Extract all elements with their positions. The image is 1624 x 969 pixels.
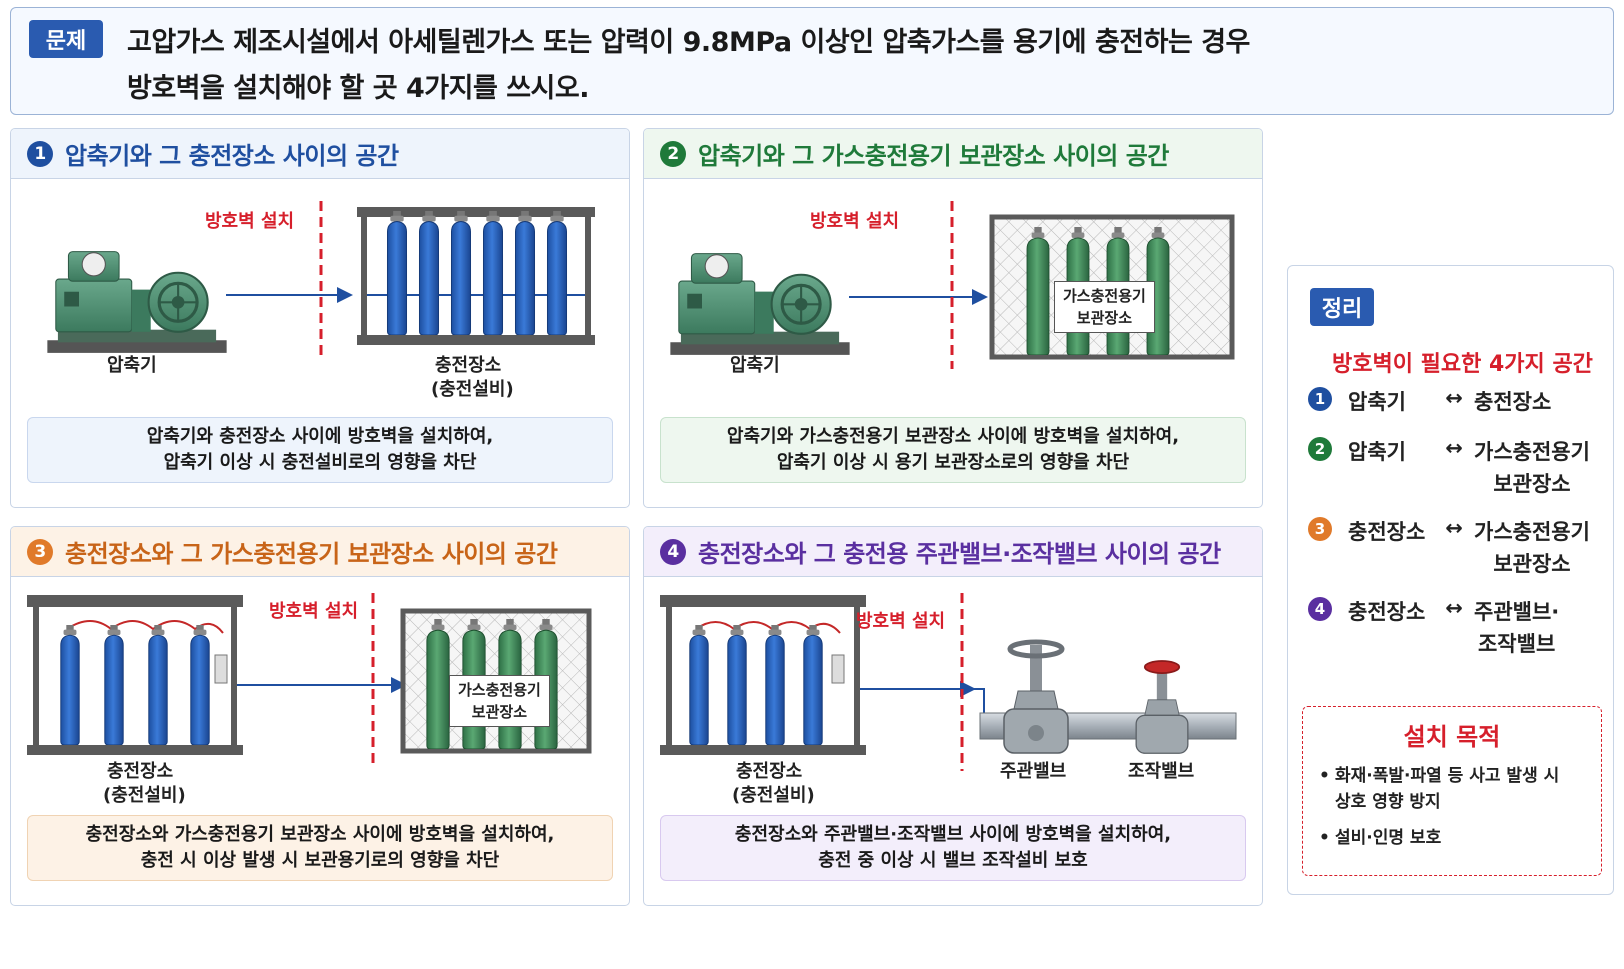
panel-1-number: 1 xyxy=(27,140,53,167)
summary-box: 정리 방호벽이 필요한 4가지 공간 1 압축기 ↔ 충전장소 2 압축기 ↔ … xyxy=(1287,265,1614,895)
summary-badge: 정리 xyxy=(1310,288,1374,326)
panel-4-title: 충전장소와 그 충전용 주관밸브·조작밸브 사이의 공간 xyxy=(698,540,1221,568)
panel-4-filling-label: 충전장소 xyxy=(736,761,803,782)
panel-1-title: 압축기와 그 충전장소 사이의 공간 xyxy=(65,142,399,170)
panel-4-header: 4 충전장소와 그 충전용 주관밸브·조작밸브 사이의 공간 xyxy=(644,527,1262,577)
question-line-2: 방호벽을 설치해야 할 곳 4가지를 쓰시오. xyxy=(127,73,589,104)
panel-3-header: 3 충전장소와 그 가스충전용기 보관장소 사이의 공간 xyxy=(11,527,629,577)
panel-4-filling-sublabel: (충전설비) xyxy=(732,785,815,806)
summary-item-1: 1 압축기 ↔ 충전장소 xyxy=(1308,386,1551,418)
panel-2-number: 2 xyxy=(660,140,686,167)
panel-4-operating-valve-label: 조작밸브 xyxy=(1128,761,1195,782)
panel-4-main-valve-label: 주관밸브 xyxy=(1000,761,1067,782)
panel-2-compressor-label: 압축기 xyxy=(730,355,780,376)
summary-subtitle: 방호벽이 필요한 4가지 공간 xyxy=(1332,352,1593,377)
panel-1: 1 압축기와 그 충전장소 사이의 공간 방호벽 설치 압축기 충전장소 (충전… xyxy=(10,128,630,508)
compressor-icon xyxy=(670,252,850,357)
question-badge: 문제 xyxy=(29,20,103,58)
purpose-item-1: •화재·폭발·파열 등 사고 발생 시 xyxy=(1319,766,1560,786)
panel-1-header: 1 압축기와 그 충전장소 사이의 공간 xyxy=(11,129,629,179)
summary-item-2: 2 압축기 ↔ 가스충전용기 보관장소 xyxy=(1308,436,1590,500)
operating-valve-icon xyxy=(1135,660,1189,755)
panel-2-illustration: 방호벽 설치 압축기 가스충전용기 보관장소 xyxy=(644,179,1262,419)
panel-3-illustration: 방호벽 설치 충전장소 (충전설비) 가스충전용기 보관장소 xyxy=(11,577,629,817)
panel-3-title: 충전장소와 그 가스충전용기 보관장소 사이의 공간 xyxy=(65,540,558,568)
question-line-1: 고압가스 제조시설에서 아세틸렌가스 또는 압력이 9.8MPa 이상인 압축가… xyxy=(127,27,1250,58)
panel-3-number: 3 xyxy=(27,538,53,565)
summary-item-3: 3 충전장소 ↔ 가스충전용기 보관장소 xyxy=(1308,516,1590,580)
panel-3: 3 충전장소와 그 가스충전용기 보관장소 사이의 공간 방호벽 설치 충전장소… xyxy=(10,526,630,906)
panel-1-filling-label: 충전장소 xyxy=(435,355,502,376)
panel-4-description: 충전장소와 주관밸브·조작밸브 사이에 방호벽을 설치하여, 충전 중 이상 시… xyxy=(660,815,1246,881)
panel-3-filling-label: 충전장소 xyxy=(107,761,174,782)
panel-2-description: 압축기와 가스충전용기 보관장소 사이에 방호벽을 설치하여, 압축기 이상 시… xyxy=(660,417,1246,483)
purpose-title: 설치 목적 xyxy=(1403,723,1501,751)
panel-4-number: 4 xyxy=(660,538,686,565)
panel-4-illustration: 방호벽 설치 충전장소 (충전설비) 주관밸브 조작밸브 xyxy=(644,577,1262,817)
purpose-item-2: •설비·인명 보호 xyxy=(1319,828,1442,848)
panel-1-wall-label: 방호벽 설치 xyxy=(205,211,295,232)
purpose-item-1-cont: 상호 영향 방지 xyxy=(1335,792,1441,812)
panel-2-title: 압축기와 그 가스충전용기 보관장소 사이의 공간 xyxy=(698,142,1169,170)
panel-1-description: 압축기와 충전장소 사이에 방호벽을 설치하여, 압축기 이상 시 충전설비로의… xyxy=(27,417,613,483)
panel-3-filling-sublabel: (충전설비) xyxy=(103,785,186,806)
summary-item-4: 4 충전장소 ↔ 주관밸브· 조작밸브 xyxy=(1308,596,1559,660)
question-box: 문제 고압가스 제조시설에서 아세틸렌가스 또는 압력이 9.8MPa 이상인 … xyxy=(10,7,1614,115)
panel-1-filling-sublabel: (충전설비) xyxy=(431,379,514,400)
panel-2: 2 압축기와 그 가스충전용기 보관장소 사이의 공간 방호벽 설치 압축기 가… xyxy=(643,128,1263,508)
panel-3-wall-label: 방호벽 설치 xyxy=(269,601,359,622)
panel-2-storage-label: 가스충전용기 보관장소 xyxy=(1054,281,1155,333)
main-valve-icon xyxy=(1004,642,1068,753)
panel-2-header: 2 압축기와 그 가스충전용기 보관장소 사이의 공간 xyxy=(644,129,1262,179)
panel-4-wall-label: 방호벽 설치 xyxy=(856,611,946,632)
compressor-icon xyxy=(47,250,227,355)
purpose-box: 설치 목적 •화재·폭발·파열 등 사고 발생 시 상호 영향 방지 •설비·인… xyxy=(1302,706,1602,876)
panel-1-compressor-label: 압축기 xyxy=(107,355,157,376)
panel-1-illustration: 방호벽 설치 압축기 충전장소 (충전설비) xyxy=(11,179,629,419)
panel-2-wall-label: 방호벽 설치 xyxy=(810,211,900,232)
panel-3-description: 충전장소와 가스충전용기 보관장소 사이에 방호벽을 설치하여, 충전 시 이상… xyxy=(27,815,613,881)
panel-3-storage-label: 가스충전용기 보관장소 xyxy=(449,675,550,727)
panel-4: 4 충전장소와 그 충전용 주관밸브·조작밸브 사이의 공간 방호벽 설치 충전… xyxy=(643,526,1263,906)
